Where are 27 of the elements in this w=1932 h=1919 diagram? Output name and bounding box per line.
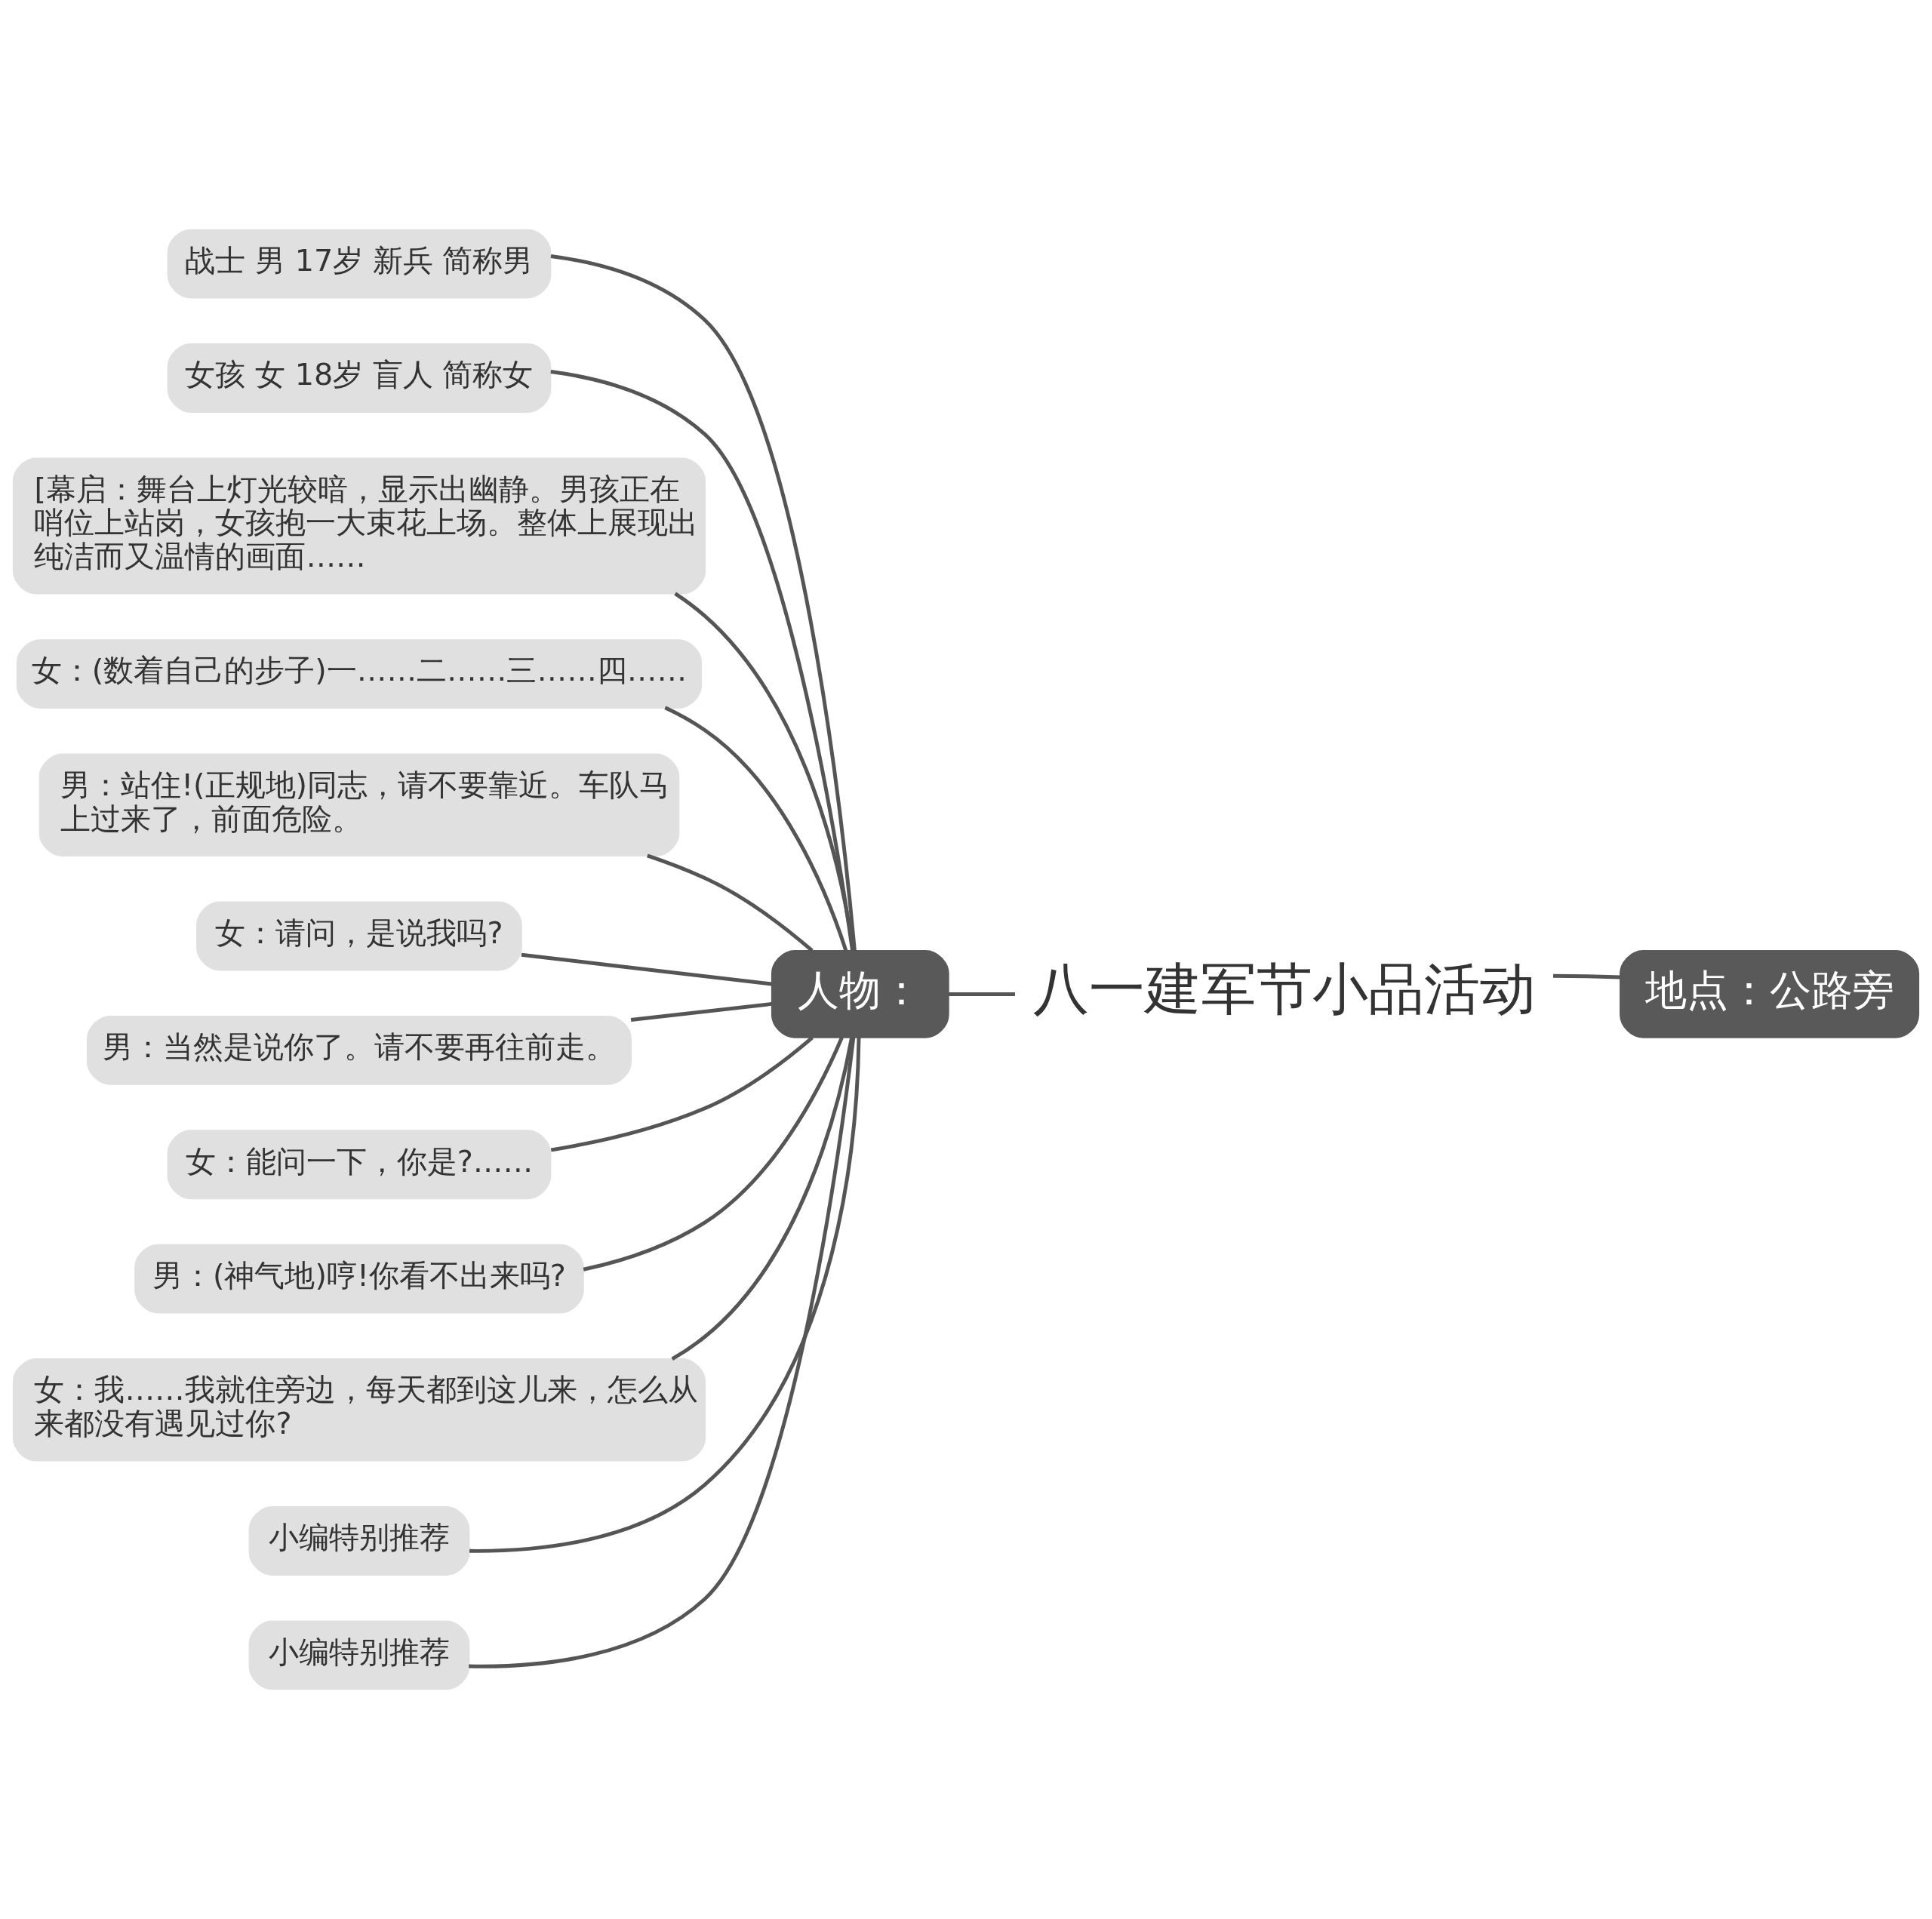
connector (664, 706, 848, 952)
node-box: 战士 男 17岁 新兵 简称男 (167, 229, 552, 299)
node-box: 女：(数着自己的步子)一……二……三……四…… (16, 639, 703, 709)
node-box: 女：我……我就住旁边，每天都到这儿来，怎么从来都没有遇见过你? (12, 1358, 706, 1462)
connector (521, 952, 772, 986)
node-box: 男：(神气地)哼!你看不出来吗? (134, 1244, 584, 1314)
node-text: 八一建军节小品活动 (1032, 956, 1536, 1023)
node-box: [幕启：舞台上灯光较暗，显示出幽静。男孩正在哨位上站岗，女孩抱一大束花上场。整体上展现出纯洁而又温情的画面…… (12, 457, 706, 595)
node-box: 男：当然是说你了。请不要再往前走。 (86, 1015, 632, 1085)
connector (550, 254, 857, 952)
node-box: 男：站住!(正规地)同志，请不要靠近。车队马上过来了，前面危险。 (38, 753, 680, 856)
node-box: 人物： (771, 950, 949, 1038)
connector (550, 1036, 814, 1152)
connector (948, 992, 1015, 996)
connector (469, 1037, 856, 1668)
connector (469, 1037, 861, 1553)
connector (583, 1036, 844, 1272)
connector (647, 853, 814, 952)
node-box: 女孩 女 18岁 盲人 简称女 (167, 343, 552, 413)
node-box: 女：请问，是说我吗? (196, 901, 522, 971)
node-box: 小编特别推荐 (248, 1506, 470, 1576)
node-box: 女：能问一下，你是?…… (167, 1130, 552, 1200)
connector (630, 1001, 772, 1022)
connector (1553, 973, 1621, 979)
connector (550, 370, 855, 952)
node-box: 地点：公路旁 (1620, 950, 1920, 1038)
node-box: 小编特别推荐 (248, 1620, 470, 1690)
